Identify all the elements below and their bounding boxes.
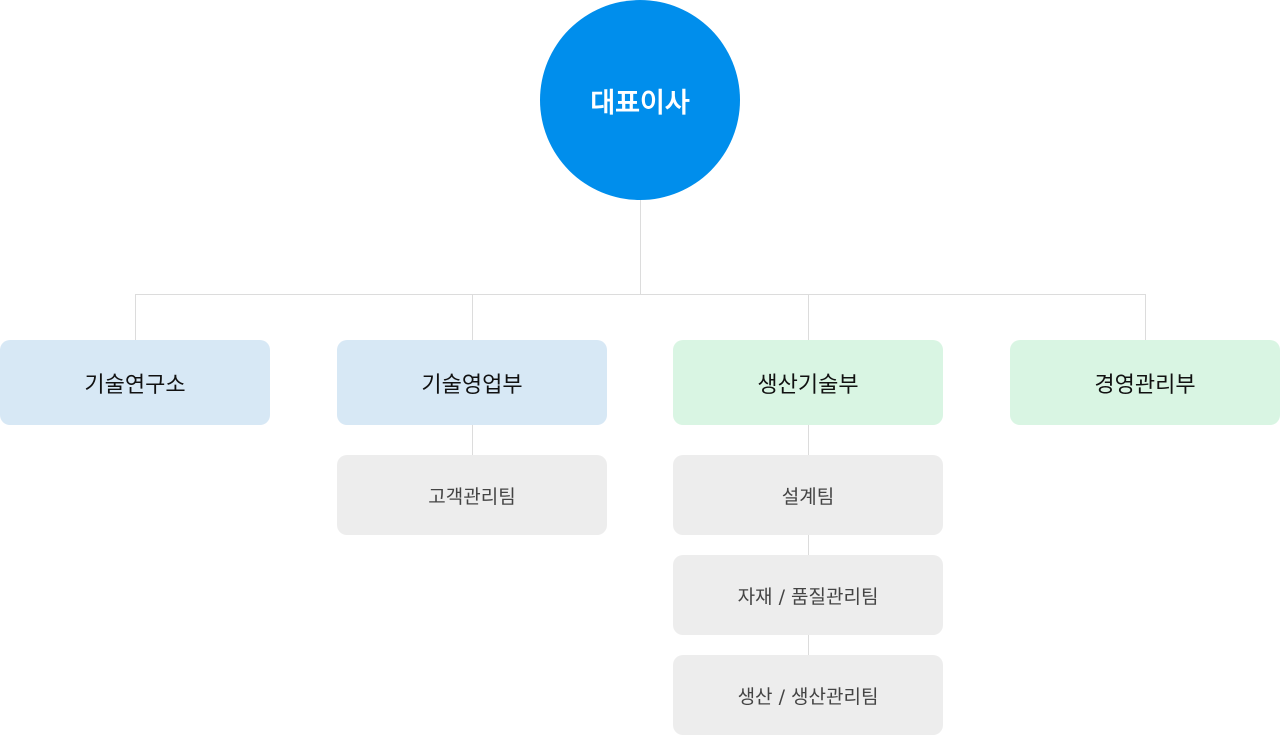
connector-prod-team-1 (808, 425, 809, 455)
dept-production-tech: 생산기술부 (673, 340, 943, 425)
dept-label: 생산기술부 (757, 372, 859, 398)
team-production: 생산 / 생산관리팀 (673, 655, 943, 735)
team-label: 생산 / 생산관리팀 (737, 685, 879, 708)
connector-dept-4 (1145, 294, 1146, 340)
connector-sales-team (472, 425, 473, 455)
dept-management: 경영관리부 (1010, 340, 1280, 425)
team-customer-management: 고객관리팀 (337, 455, 607, 535)
connector-prod-team-3 (808, 635, 809, 655)
dept-label: 경영관리부 (1094, 372, 1196, 398)
ceo-node: 대표이사 (540, 0, 740, 200)
dept-rnd-center: 기술연구소 (0, 340, 270, 425)
team-design: 설계팀 (673, 455, 943, 535)
team-materials-quality: 자재 / 품질관리팀 (673, 555, 943, 635)
dept-label: 기술연구소 (84, 372, 186, 398)
team-label: 자재 / 품질관리팀 (737, 585, 879, 608)
dept-label: 기술영업부 (421, 372, 523, 398)
dept-tech-sales: 기술영업부 (337, 340, 607, 425)
team-label: 고객관리팀 (428, 485, 516, 508)
connector-ceo-down (640, 200, 641, 294)
connector-horizontal (135, 294, 1146, 295)
connector-dept-2 (472, 294, 473, 340)
ceo-label: 대표이사 (590, 87, 690, 119)
connector-dept-1 (135, 294, 136, 340)
connector-dept-3 (808, 294, 809, 340)
team-label: 설계팀 (781, 485, 835, 508)
connector-prod-team-2 (808, 535, 809, 555)
